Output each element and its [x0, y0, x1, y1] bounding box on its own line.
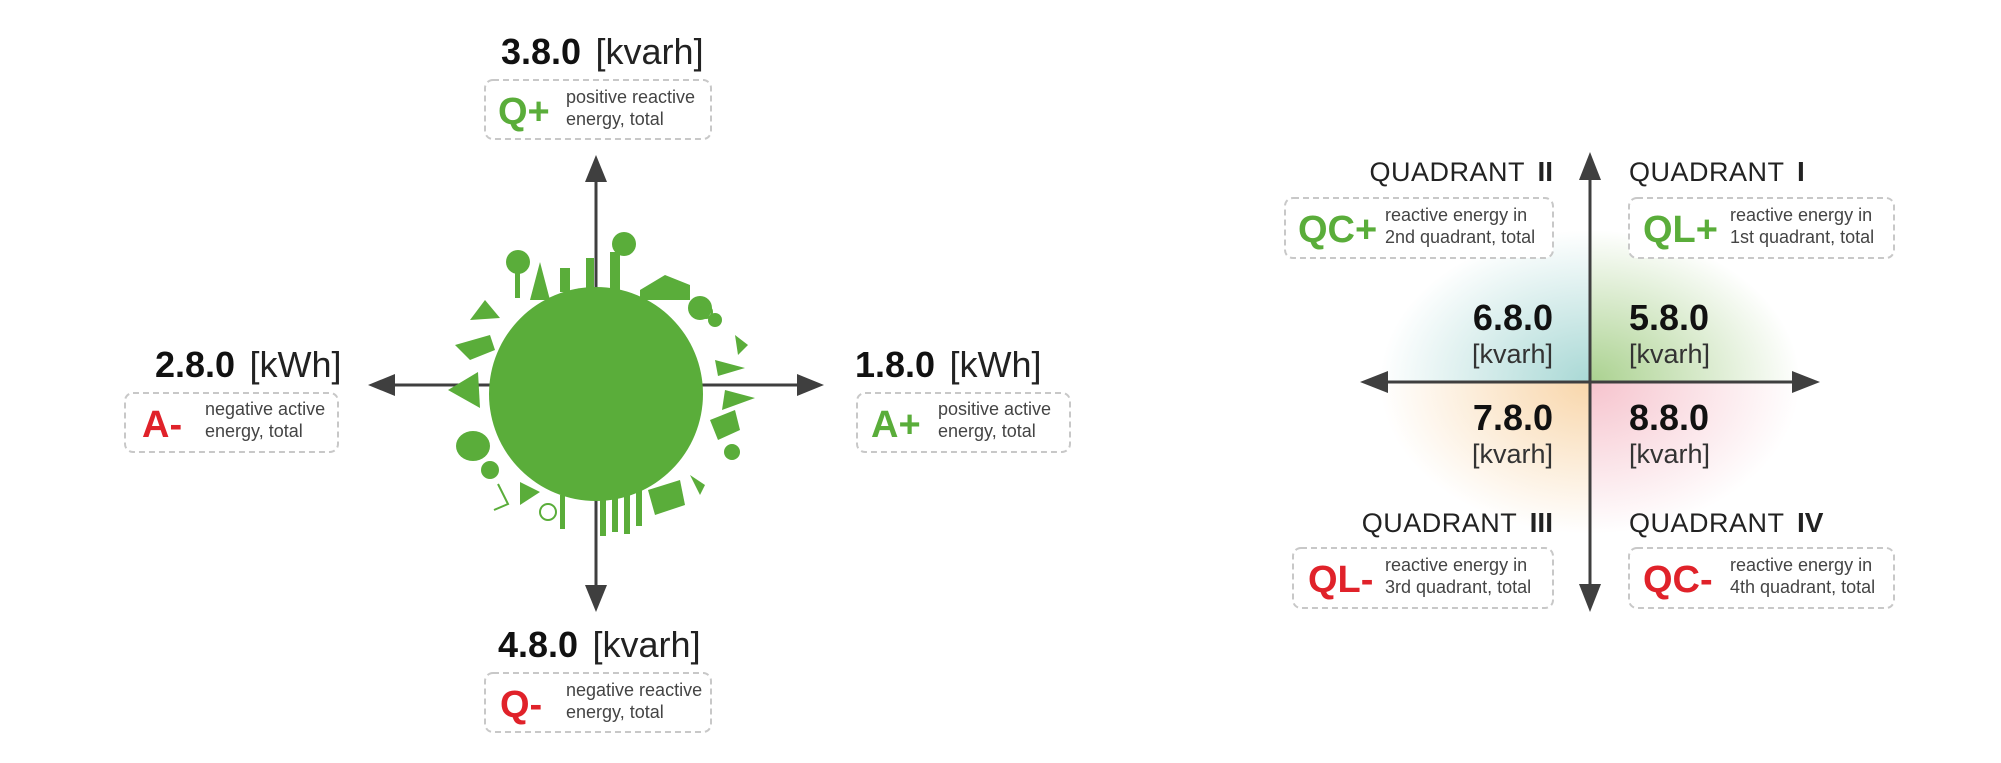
- globe-outline-decor: [493, 305, 713, 521]
- q-arrow-right-icon: [1792, 371, 1820, 393]
- right-info-box: [856, 392, 1071, 453]
- q-arrow-down-icon: [1579, 584, 1601, 612]
- quadrant-2-unit: [kvarh]: [1472, 339, 1553, 369]
- quadrant-3-label: QUADRANT: [1362, 508, 1518, 538]
- svg-text:QUADRANT I: QUADRANT I: [1629, 156, 1805, 187]
- green-globe-icon: [448, 232, 755, 536]
- top-code: 3.8.0: [501, 31, 581, 72]
- symbol-ql-plus: QL+: [1643, 209, 1718, 251]
- arrow-left-icon: [368, 374, 395, 396]
- quadrant-4-label: QUADRANT: [1629, 508, 1785, 538]
- arrow-up-icon: [585, 155, 607, 182]
- svg-text:4.8.0 [kvarh]: 4.8.0 [kvarh]: [498, 624, 701, 665]
- top-desc-line2: energy, total: [566, 109, 664, 129]
- top-unit: [kvarh]: [596, 31, 704, 72]
- quadrant-4: 8.8.0 [kvarh] QUADRANT IV QC- reactive e…: [1628, 397, 1895, 609]
- bottom-indicator: 4.8.0 [kvarh] Q- negative reactive energ…: [484, 624, 712, 733]
- bottom-desc-line1: negative reactive: [566, 680, 702, 700]
- svg-text:3.8.0 [kvarh]: 3.8.0 [kvarh]: [501, 31, 704, 72]
- left-code: 2.8.0: [155, 344, 235, 385]
- svg-text:1.8.0 [kWh]: 1.8.0 [kWh]: [855, 344, 1042, 385]
- symbol-q-plus: Q+: [498, 91, 550, 133]
- quadrant-1-number: I: [1797, 156, 1805, 187]
- quadrant-1: QUADRANT I QL+ reactive energy in 1st qu…: [1628, 156, 1895, 369]
- arrow-right-icon: [797, 374, 824, 396]
- left-unit: [kWh]: [250, 344, 342, 385]
- quadrant-4-number: IV: [1797, 507, 1824, 538]
- quadrant-3-info-box: [1292, 547, 1554, 609]
- quadrant-1-label: QUADRANT: [1629, 157, 1785, 187]
- symbol-q-minus: Q-: [500, 684, 542, 726]
- quadrant-4-unit: [kvarh]: [1629, 439, 1710, 469]
- right-desc-line1: positive active: [938, 399, 1051, 419]
- left-indicator: 2.8.0 [kWh] A- negative active energy, t…: [124, 344, 342, 453]
- top-desc-line1: positive reactive: [566, 87, 695, 107]
- bottom-code: 4.8.0: [498, 624, 578, 665]
- top-indicator: 3.8.0 [kvarh] Q+ positive reactive energ…: [484, 31, 712, 140]
- left-info-box: [124, 392, 339, 453]
- quadrant-1-desc-line2: 1st quadrant, total: [1730, 227, 1874, 247]
- arrow-down-icon: [585, 585, 607, 612]
- symbol-a-minus: A-: [142, 404, 182, 446]
- symbol-ql-minus: QL-: [1308, 559, 1373, 601]
- quadrant-1-info-box: [1628, 197, 1895, 259]
- quadrant-2-info-box: [1284, 197, 1554, 259]
- right-code: 1.8.0: [855, 344, 935, 385]
- quadrant-1-unit: [kvarh]: [1629, 339, 1710, 369]
- quadrant-4-desc-line2: 4th quadrant, total: [1730, 577, 1875, 597]
- quadrant-3-code: 7.8.0: [1473, 397, 1553, 438]
- right-indicator: 1.8.0 [kWh] A+ positive active energy, t…: [855, 344, 1071, 453]
- quadrant-2: QUADRANT II QC+ reactive energy in 2nd q…: [1284, 156, 1554, 369]
- symbol-a-plus: A+: [871, 404, 921, 446]
- quadrant-4-info-box: [1628, 547, 1895, 609]
- bottom-desc-line2: energy, total: [566, 702, 664, 722]
- quadrant-3: 7.8.0 [kvarh] QUADRANT III QL- reactive …: [1292, 397, 1554, 609]
- bottom-info-box: [484, 672, 712, 733]
- quadrant-3-unit: [kvarh]: [1472, 439, 1553, 469]
- svg-text:QUADRANT II: QUADRANT II: [1369, 156, 1553, 187]
- quadrant-4-code: 8.8.0: [1629, 397, 1709, 438]
- right-desc-line2: energy, total: [938, 421, 1036, 441]
- symbol-qc-plus: QC+: [1298, 209, 1377, 251]
- svg-text:2.8.0 [kWh]: 2.8.0 [kWh]: [155, 344, 342, 385]
- quadrant-1-code: 5.8.0: [1629, 297, 1709, 338]
- quadrant-3-glow: [1380, 382, 1590, 534]
- left-desc-line1: negative active: [205, 399, 325, 419]
- symbol-qc-minus: QC-: [1643, 559, 1713, 601]
- quadrant-diagram: QUADRANT II QC+ reactive energy in 2nd q…: [1284, 152, 1895, 612]
- top-info-box: [484, 79, 712, 140]
- left-desc-line2: energy, total: [205, 421, 303, 441]
- quadrant-2-code: 6.8.0: [1473, 297, 1553, 338]
- quadrant-4-desc-line1: reactive energy in: [1730, 555, 1872, 575]
- quadrant-3-desc-line1: reactive energy in: [1385, 555, 1527, 575]
- quadrant-2-label: QUADRANT: [1369, 157, 1525, 187]
- q-arrow-left-icon: [1360, 371, 1388, 393]
- quadrant-2-number: II: [1537, 156, 1553, 187]
- quadrant-1-desc-line1: reactive energy in: [1730, 205, 1872, 225]
- bottom-unit: [kvarh]: [593, 624, 701, 665]
- svg-text:QUADRANT IV: QUADRANT IV: [1629, 507, 1824, 538]
- quadrant-4-glow: [1590, 382, 1800, 534]
- right-unit: [kWh]: [950, 344, 1042, 385]
- quadrant-3-number: III: [1530, 507, 1553, 538]
- svg-text:QUADRANT III: QUADRANT III: [1362, 507, 1553, 538]
- quadrant-3-desc-line2: 3rd quadrant, total: [1385, 577, 1531, 597]
- q-arrow-up-icon: [1579, 152, 1601, 180]
- active-reactive-diagram: 3.8.0 [kvarh] Q+ positive reactive energ…: [124, 31, 1071, 733]
- quadrant-2-desc-line2: 2nd quadrant, total: [1385, 227, 1535, 247]
- quadrant-2-desc-line1: reactive energy in: [1385, 205, 1527, 225]
